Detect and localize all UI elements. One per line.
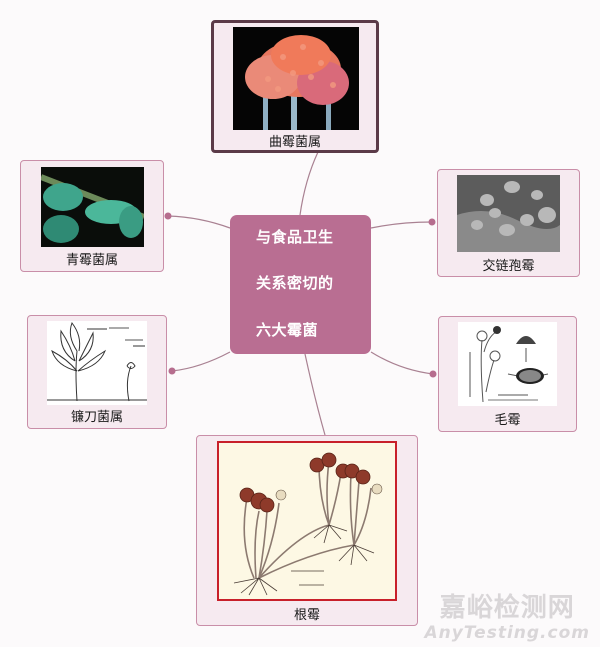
connector-dot-upper-right — [428, 218, 436, 226]
node-aspergillus[interactable]: 曲霉菌属 — [211, 20, 379, 153]
connector-upper-left — [167, 215, 231, 229]
connector-top — [299, 151, 319, 216]
connector-dot-lower-left — [168, 367, 176, 375]
fusarium-image — [47, 321, 147, 405]
node-penicillium[interactable]: 青霉菌属 — [20, 160, 164, 272]
node-label: 毛霉 — [494, 413, 521, 428]
connector-upper-right — [370, 221, 433, 229]
penicillium-image — [41, 167, 144, 247]
watermark: 嘉峪检测网 AnyTesting.com — [424, 593, 590, 643]
watermark-cn: 嘉峪检测网 — [439, 593, 575, 623]
central-topic[interactable]: 与食品卫生 关系密切的 六大霉菌 — [230, 215, 371, 354]
node-label: 青霉菌属 — [65, 253, 118, 268]
node-label: 镰刀菌属 — [70, 410, 123, 425]
node-mucor[interactable]: 毛霉 — [438, 316, 577, 432]
watermark-en: AnyTesting.com — [424, 623, 590, 643]
central-topic-line-3: 六大霉菌 — [256, 321, 319, 339]
connector-lower-left — [171, 351, 231, 372]
central-topic-line-2: 关系密切的 — [256, 274, 334, 292]
node-rhizopus[interactable]: 根霉 — [196, 435, 418, 626]
node-label: 曲霉菌属 — [268, 135, 321, 150]
connector-bottom — [304, 353, 326, 436]
mucor-image — [458, 322, 557, 406]
connector-dot-lower-right — [429, 370, 437, 378]
connector-lower-right — [370, 351, 434, 375]
connector-dot-upper-left — [164, 212, 172, 220]
alternaria-image — [457, 175, 560, 252]
node-fusarium[interactable]: 镰刀菌属 — [27, 315, 167, 429]
aspergillus-image — [233, 27, 359, 130]
node-label: 根霉 — [293, 608, 320, 623]
node-label: 交链孢霉 — [482, 259, 535, 274]
rhizopus-image — [217, 441, 397, 601]
node-alternaria[interactable]: 交链孢霉 — [437, 169, 580, 277]
central-topic-line-1: 与食品卫生 — [256, 228, 334, 246]
